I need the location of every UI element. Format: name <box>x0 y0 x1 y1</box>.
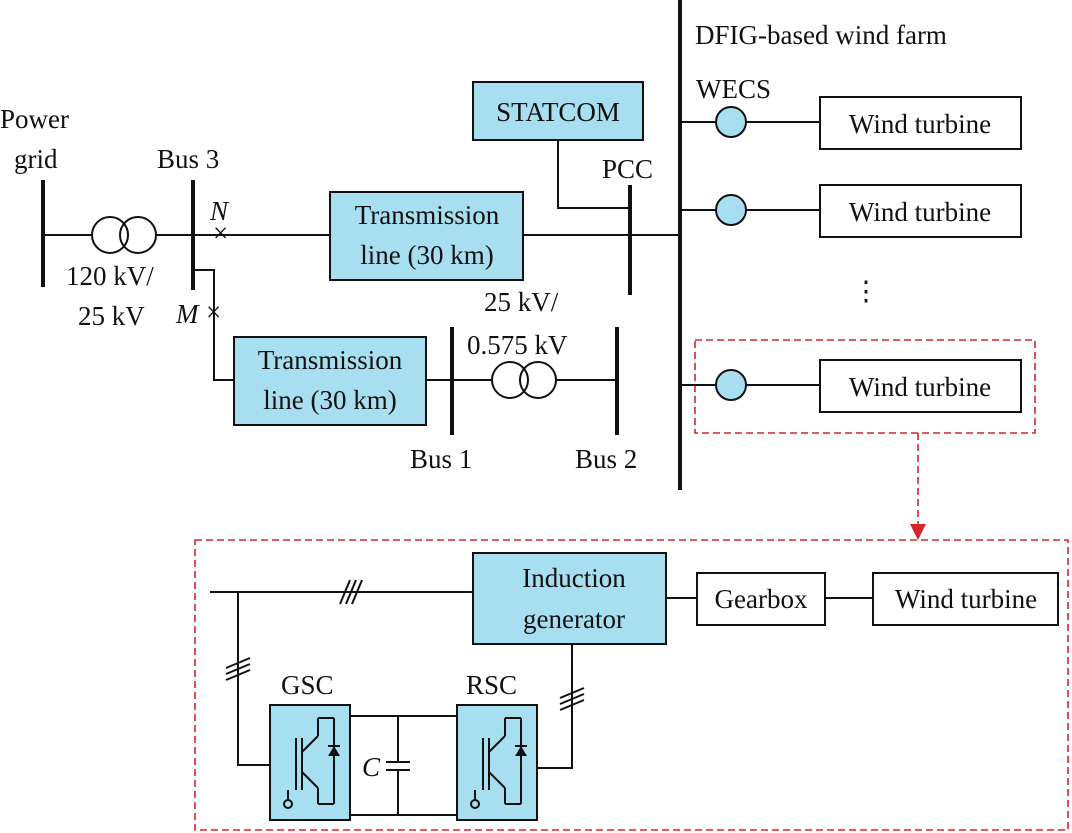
point-n-label: N <box>209 196 230 226</box>
gearbox-box <box>696 572 826 626</box>
three-phase-mark-gsc <box>225 657 251 681</box>
pcc-label: PCC <box>602 154 653 184</box>
gearbox-label: Gearbox <box>715 584 808 614</box>
rsc-wire <box>537 644 573 769</box>
wecs-node-2 <box>715 194 747 226</box>
three-phase-mark-rsc <box>559 687 585 711</box>
grid-label-line2: grid <box>14 144 58 174</box>
lower-wire-left <box>193 269 234 381</box>
bus2-label: Bus 2 <box>575 444 637 474</box>
wind-turbine-box-3 <box>819 359 1022 413</box>
induction-label2: generator <box>523 604 625 634</box>
wecs-node-3 <box>715 369 747 401</box>
line-lower-label1: Transmission <box>258 345 403 375</box>
statcom-label: STATCOM <box>496 97 620 127</box>
detail-wind-turbine-box <box>872 572 1059 626</box>
wind-turbine-label-1: Wind turbine <box>849 109 991 139</box>
capacitor <box>386 716 410 815</box>
t1-label-line2: 25 kV <box>78 301 145 331</box>
line-lower-label2: line (30 km) <box>263 385 396 415</box>
wind-turbine-box-1 <box>819 96 1022 150</box>
t1-label-line1: 120 kV/ <box>66 261 154 291</box>
gsc-converter <box>269 704 351 821</box>
grid-label-line1: Power <box>0 104 69 134</box>
statcom-wire <box>557 140 630 209</box>
induction-generator-box <box>472 552 667 645</box>
point-m-marker: × <box>206 297 221 327</box>
wind-turbine-label-2: Wind turbine <box>849 197 991 227</box>
t2-label-line2: 0.575 kV <box>467 330 568 360</box>
gsc-label: GSC <box>281 670 334 700</box>
rsc-label: RSC <box>466 670 517 700</box>
induction-label1: Induction <box>522 563 626 593</box>
wind-turbine-label-3: Wind turbine <box>849 372 991 402</box>
transformer-120kv <box>91 216 157 254</box>
bus1-label: Bus 1 <box>410 444 472 474</box>
detail-dashed-box <box>194 539 1069 831</box>
t2-label-line1: 25 kV/ <box>484 287 559 317</box>
line-upper-label1: Transmission <box>355 200 500 230</box>
three-phase-mark-top <box>339 579 363 605</box>
rsc-converter <box>456 704 538 821</box>
transformer-25kv <box>491 361 557 399</box>
wecs-label: WECS <box>696 74 771 104</box>
detail-wind-turbine-label: Wind turbine <box>895 584 1037 614</box>
point-m-label: M <box>175 299 200 329</box>
point-n-marker: × <box>213 218 228 248</box>
ellipsis: ⋮ <box>853 276 880 306</box>
wecs-node-1 <box>715 106 747 138</box>
statcom-box <box>472 81 644 141</box>
highlight-dashed-box <box>694 339 1036 434</box>
capacitor-label: C <box>362 752 381 782</box>
bus3-label: Bus 3 <box>157 144 219 174</box>
line-upper-label2: line (30 km) <box>360 240 493 270</box>
wind-turbine-box-2 <box>819 184 1022 238</box>
wind-farm-label: DFIG-based wind farm <box>695 20 947 50</box>
gsc-wire <box>237 592 270 766</box>
